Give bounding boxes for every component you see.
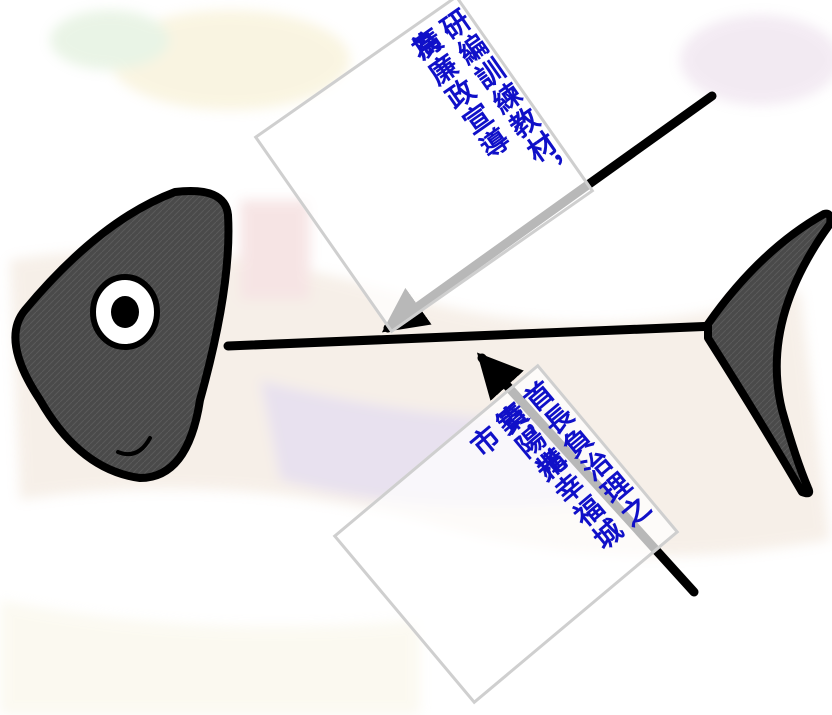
fish-spine: [223, 321, 721, 351]
fish-eye-pupil: [111, 296, 139, 328]
fish-tail: [704, 209, 832, 498]
fish-mouth: [116, 436, 152, 457]
